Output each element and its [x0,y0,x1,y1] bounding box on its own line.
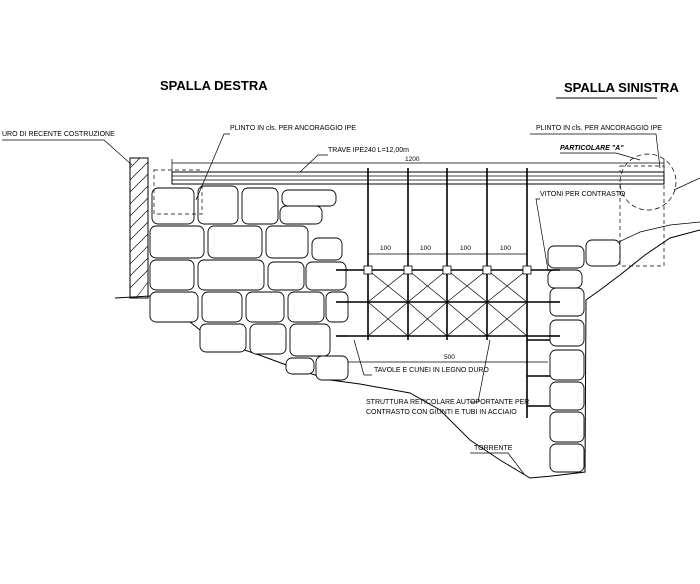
label-torrente: TORRENTE [474,445,513,452]
leader-recent-wall [2,139,133,166]
masonry-spalla-destra [149,185,349,381]
label-tavole: TAVOLE E CUNEI IN LEGNO DURO [374,367,489,374]
label-recent-wall: URO DI RECENTE COSTRUZIONE [2,131,115,138]
dim-bay-2: 100 [420,245,431,252]
dim-bay-3: 100 [460,245,471,252]
leader-struttura [470,339,491,403]
detail-a-pointer [673,177,700,191]
bank-right [605,221,700,249]
title-spalla-sinistra: SPALLA SINISTRA [564,80,679,95]
dim-span-1200: 1200 [405,156,420,163]
label-struttura-2: CONTRASTO CON GIUNTI E TUBI IN ACCIAIO [366,409,517,416]
plinth-left [153,169,203,215]
leader-tavole [353,339,372,376]
leader-vitoni [535,198,549,271]
detail-a-circle [619,153,677,211]
masonry-spalla-sinistra [547,239,621,473]
label-plinto-sinistra: PLINTO IN cls. PER ANCORAGGIO IPE [536,125,662,132]
label-particolare-a: PARTICOLARE "A" [560,145,624,152]
ipe-beam [171,171,665,185]
steel-truss [336,168,560,418]
label-trave: TRAVE IPE240 L=12,00m [328,147,409,154]
leader-torrente [470,452,525,475]
recent-wall [129,157,149,299]
title-spalla-destra: SPALLA DESTRA [160,78,268,93]
label-plinto-destra: PLINTO IN cls. PER ANCORAGGIO IPE [230,125,356,132]
leader-particolare-a [615,152,641,161]
dim-bay-4: 100 [500,245,511,252]
dim-truss-500: 500 [444,354,455,361]
leader-plinto-sinistra [530,133,661,169]
leader-trave [299,154,328,173]
ground-profile-right [551,229,700,477]
leader-plinto-destra [195,133,230,201]
label-vitoni: VITONI PER CONTRASTO [540,191,626,198]
label-struttura-1: STRUTTURA RETICOLARE AUTOPORTANTE PER [366,399,529,406]
plinth-right [619,165,665,267]
dim-bay-1: 100 [380,245,391,252]
